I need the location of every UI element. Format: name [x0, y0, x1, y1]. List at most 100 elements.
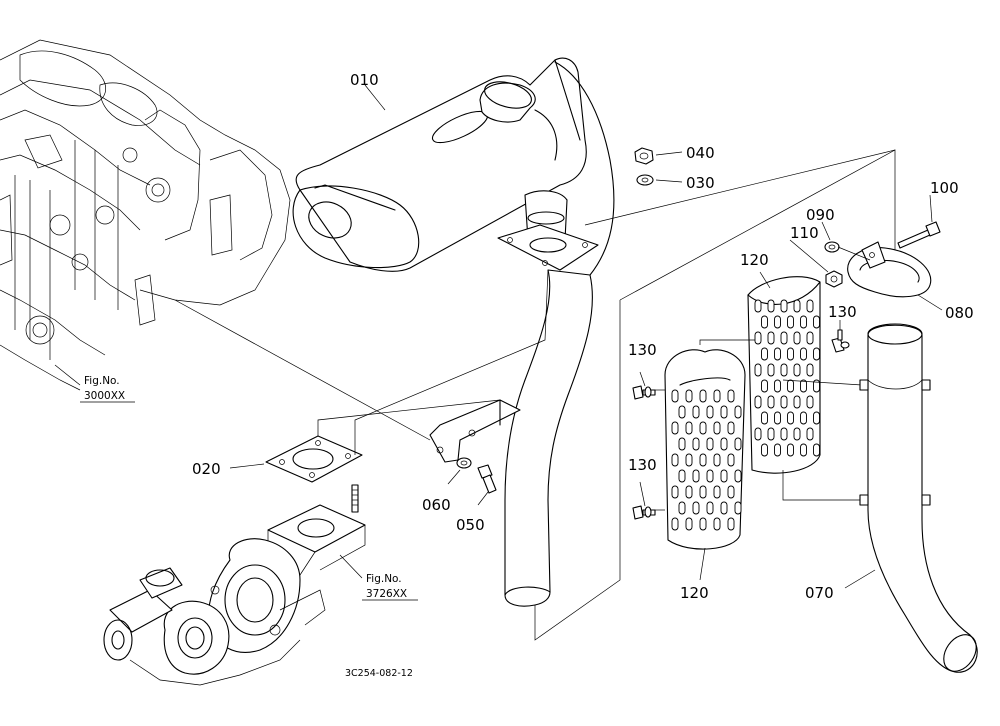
group-line-muffler [584, 149, 896, 226]
label-010: 010 [350, 71, 379, 89]
perforation-slot [754, 395, 762, 409]
fig-ref-engine-number: 3000XX [84, 390, 125, 402]
perforation-slot [692, 405, 700, 419]
bolt-100 [897, 221, 941, 249]
perforation-slot [767, 363, 775, 377]
perforation-slot [754, 427, 762, 441]
perforation-slot [734, 501, 742, 515]
perforation-slot [767, 395, 775, 409]
perforation-slot [793, 331, 801, 345]
tail-pipe-070 [859, 323, 978, 673]
perforation-slot [761, 443, 768, 457]
perforation-slot [787, 443, 794, 457]
label-030: 030 [686, 174, 715, 192]
label-040: 040 [686, 144, 715, 162]
perforation-slot [706, 501, 714, 515]
label-100: 100 [930, 179, 959, 197]
perforation-slot [780, 395, 788, 409]
shield-leader-1 [699, 339, 755, 345]
fig-ref-turbo-title: Fig.No. [366, 573, 402, 585]
perforation-slot [720, 501, 728, 515]
perforation-slot [699, 517, 707, 531]
perforation-slot [761, 379, 768, 393]
perforation-slot [727, 389, 735, 403]
washer-090 [824, 241, 840, 253]
perforation-slot [727, 485, 735, 499]
shield-leader-2 [782, 379, 863, 386]
perforation-slot [793, 395, 801, 409]
engine-leader-line [174, 299, 431, 441]
gasket-leader-2 [354, 269, 549, 455]
exhaust-pipe [504, 61, 615, 607]
fig-ref-turbo: Fig.No. 3726XX [339, 554, 418, 601]
perforation-slot [806, 395, 814, 409]
label-120-bottom: 120 [680, 584, 709, 602]
perforation-slot [787, 411, 794, 425]
perforation-slot [713, 485, 721, 499]
perforation-slot [806, 427, 814, 441]
perforation-slot [774, 315, 781, 329]
turbocharger-drawing [103, 504, 366, 686]
clamp-080 [847, 241, 932, 298]
perforation-slot [734, 405, 742, 419]
perforation-slot [800, 347, 807, 361]
label-020: 020 [192, 460, 221, 478]
perforation-slot [787, 315, 794, 329]
label-090: 090 [806, 206, 835, 224]
bolt-050 [456, 457, 497, 494]
label-060: 060 [422, 496, 451, 514]
perforation-slot [727, 453, 735, 467]
perforation-slot [780, 299, 788, 313]
perforation-slot [720, 405, 728, 419]
perforation-slot [813, 379, 820, 393]
perforation-slot [813, 443, 820, 457]
perforation-slot [800, 315, 807, 329]
label-080: 080 [945, 304, 974, 322]
perforation-slot [787, 379, 794, 393]
group-line-bottom [534, 300, 621, 641]
perforation-slot [727, 517, 735, 531]
gasket-020 [265, 435, 363, 483]
perforation-slot [800, 443, 807, 457]
nut-040 [634, 147, 654, 165]
perforation-slot [774, 443, 781, 457]
washer-030 [636, 174, 654, 186]
perforation-slot [734, 469, 742, 483]
perforation-slot [671, 421, 679, 435]
muffler-outlet [497, 190, 599, 271]
perforation-slot [699, 453, 707, 467]
perforation-slot [685, 485, 693, 499]
label-130-b: 130 [628, 456, 657, 474]
label-070: 070 [805, 584, 834, 602]
perforation-slot [780, 427, 788, 441]
perforation-slot [720, 469, 728, 483]
gasket-leader [317, 399, 501, 436]
perforation-slot [734, 437, 742, 451]
perforation-slot [774, 411, 781, 425]
perforation-slot [713, 389, 721, 403]
perforation-slot [800, 379, 807, 393]
perforation-slot [685, 453, 693, 467]
perforation-slot [767, 331, 775, 345]
perforation-slot [813, 315, 820, 329]
bracket [429, 399, 521, 463]
perforation-slot [780, 331, 788, 345]
perforation-slot [754, 331, 762, 345]
bolt-130-c [831, 329, 850, 353]
fig-ref-turbo-number: 3726XX [366, 588, 407, 600]
label-110: 110 [790, 224, 819, 242]
perforation-slot [678, 501, 686, 515]
perforation-slot [754, 299, 762, 313]
perforation-slot [720, 437, 728, 451]
perforation-slot [699, 389, 707, 403]
perforation-slot [806, 363, 814, 377]
perforation-slot [780, 363, 788, 377]
perforation-slot [671, 485, 679, 499]
label-050: 050 [456, 516, 485, 534]
perforation-slot [774, 379, 781, 393]
label-130-a: 130 [628, 341, 657, 359]
perforation-slot [671, 453, 679, 467]
perforation-slot [713, 453, 721, 467]
perforation-slot [813, 411, 820, 425]
